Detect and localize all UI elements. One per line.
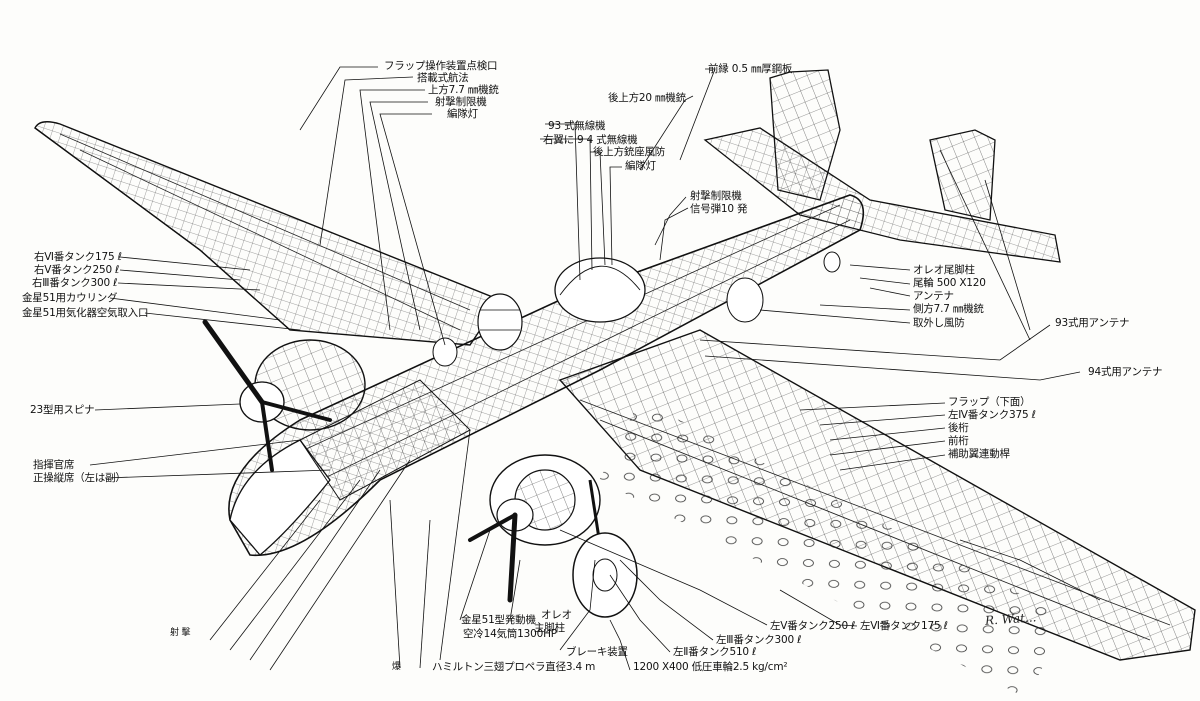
label-spinner: 23型用スピナ <box>30 404 95 416</box>
label-r-v-tank: 右Ⅴ番タンク250 ℓ <box>34 264 120 276</box>
label-left-vi-tank: 左Ⅵ番タンク175 ℓ <box>860 620 948 632</box>
label-fire-limit-2: 射撃制限機 <box>690 190 742 202</box>
label-ant93: 93式用アンテナ <box>1055 317 1130 329</box>
label-pilot-seat: 正操縦席（左は副） <box>33 472 126 484</box>
label-flap-hatch: フラップ操作装置点検口 <box>384 60 498 72</box>
label-tail-wheel: 尾輪 500 X120 <box>913 277 986 289</box>
main-landing-gear <box>572 251 841 618</box>
label-bomb: 爆 <box>392 662 401 672</box>
label-kinsei-intake: 金星51用気化器空気取入口 <box>22 307 149 319</box>
label-rear-spar: 後桁 <box>948 422 969 434</box>
port-engine <box>468 454 601 603</box>
left-wing <box>558 329 1196 699</box>
label-flap-lower: フラップ（下面） <box>948 396 1031 408</box>
label-sextant: 搭載式航法 <box>417 72 469 84</box>
label-left-ii-tank: 左Ⅱ番タンク510 ℓ <box>673 646 757 658</box>
label-engine-2: 空冷14気筒1300HP <box>463 628 557 640</box>
label-brake: ブレーキ装置 <box>566 646 628 658</box>
label-radio94: 右翼に 9 4 式無線機 <box>543 134 638 146</box>
label-front-edge: 前縁 0.5 ㎜厚鋼板 <box>708 63 793 75</box>
label-r-iii-tank: 右Ⅲ番タンク300 ℓ <box>32 277 118 289</box>
leader-lines <box>89 66 1101 671</box>
label-commander-window: 指揮官席 <box>33 459 75 471</box>
label-formation-light-2: 編隊灯 <box>625 160 656 172</box>
label-side-mg: 側方7.7 ㎜機銃 <box>913 303 984 315</box>
label-main-wheel: 1200 X400 低圧車輪2.5 kg/cm² <box>633 661 788 673</box>
label-rear-upper-mg: 後上方20 ㎜機銃 <box>608 92 686 104</box>
dorsal-turret <box>432 293 523 367</box>
label-oleo-main: オレオ <box>541 609 572 621</box>
label-radio93: 93 式無線機 <box>548 120 606 132</box>
label-fire-limit: 射撃制限機 <box>435 96 487 108</box>
label-ant94: 94式用アンテナ <box>1088 366 1163 378</box>
label-signal: 信号弾10 発 <box>690 203 748 215</box>
label-left-v-tank: 左Ⅴ番タンク250 ℓ <box>770 620 856 632</box>
label-front-spar: 前桁 <box>948 435 969 447</box>
label-engine-1: 金星51型発動機 <box>461 614 536 626</box>
label-propeller: ハミルトン三翅プロペラ直径3.4 m <box>432 661 596 673</box>
label-oleo-tail: オレオ尾脚柱 <box>913 264 975 276</box>
label-removable-shield: 取外し風防 <box>913 317 965 329</box>
label-upper-mg: 上方7.7 ㎜機銃 <box>428 84 499 96</box>
tail-assembly <box>703 69 1061 263</box>
label-formation-light: 編隊灯 <box>447 108 478 120</box>
starboard-engine <box>202 319 366 472</box>
label-r-vi-tank: 右Ⅵ番タンク175 ℓ <box>34 251 122 263</box>
label-kinsei-cowl: 金星51用カウリング <box>22 292 118 304</box>
label-antenna: アンテナ <box>913 290 954 302</box>
label-main-leg: 主脚柱 <box>534 622 565 634</box>
label-corner-note: 射 擊 <box>170 628 191 638</box>
label-aux-spar: 補助翼連動桿 <box>948 448 1010 460</box>
label-left-iii-tank: 左Ⅲ番タンク300 ℓ <box>716 634 802 646</box>
right-wing <box>34 121 502 346</box>
label-rear-gun-shield: 後上方銃座風防 <box>593 146 666 158</box>
label-left-iv-tank: 左Ⅳ番タンク375 ℓ <box>948 409 1036 421</box>
